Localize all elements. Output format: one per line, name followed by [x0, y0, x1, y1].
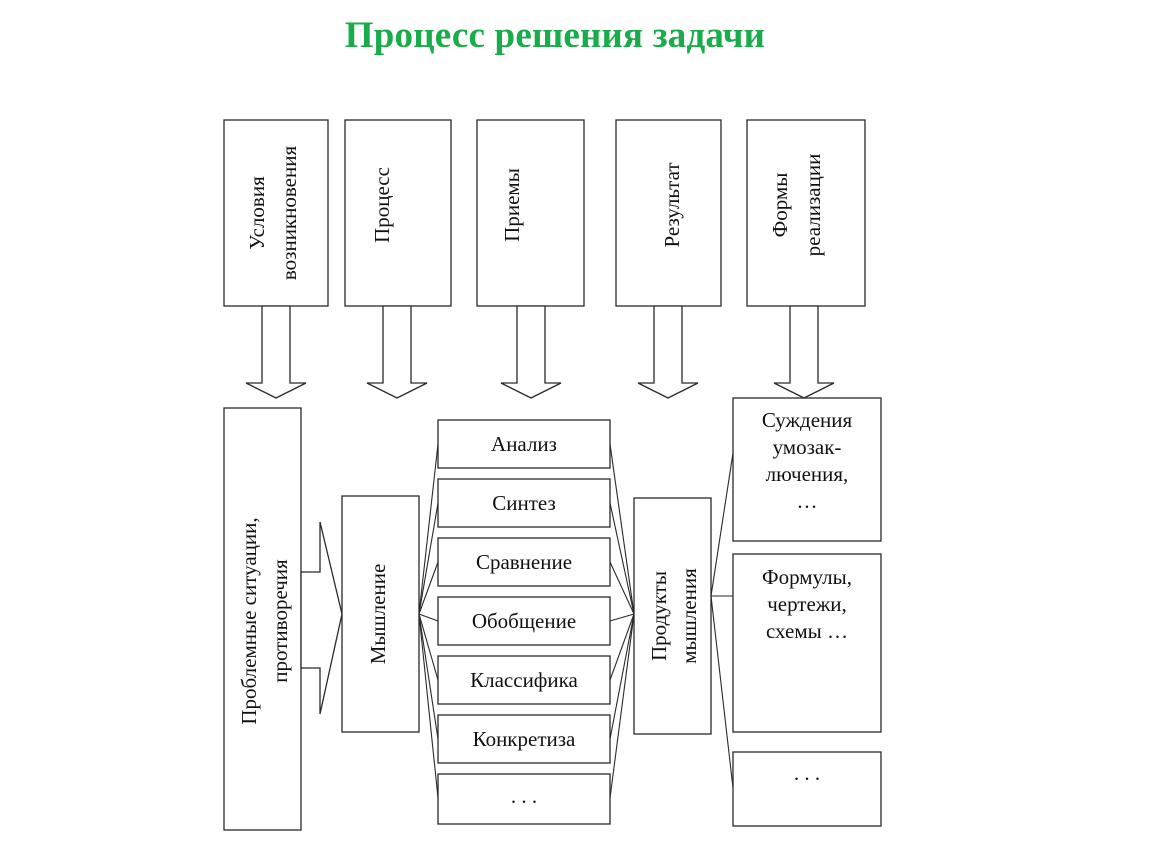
column-header-forms-line-2: реализации	[801, 154, 825, 257]
technique-generalization: Обобщение	[437, 596, 611, 646]
column-header-forms-line-1: Формы	[768, 173, 792, 238]
techniques-to-products-connectors	[609, 443, 635, 799]
technique-analysis-label: Анализ	[491, 432, 557, 456]
technique-more-label: . . .	[511, 784, 537, 808]
column-header-process-line-1: Процесс	[370, 167, 394, 243]
technique-more: . . .	[437, 773, 611, 825]
column-header-forms: Формы реализации	[746, 119, 866, 307]
problem-situations-line-1: Проблемные ситуации,	[237, 517, 261, 724]
down-arrow-icon	[245, 305, 307, 399]
technique-synthesis-label: Синтез	[492, 491, 556, 515]
technique-classification-label: Классифика	[470, 668, 578, 692]
down-arrow-icon	[500, 305, 562, 399]
thinking-label: Мышление	[366, 564, 390, 665]
technique-generalization-label: Обобщение	[472, 609, 576, 633]
right-arrow-icon	[300, 521, 343, 715]
technique-classification: Классифика	[437, 655, 611, 705]
form-judgments-line-1: Суждения	[762, 408, 853, 432]
form-judgments-line-3: лючения,	[766, 462, 849, 486]
form-formulas: Формулы, чертежи, схемы …	[732, 553, 882, 733]
form-judgments-line-4: …	[797, 489, 818, 513]
form-more: . . .	[732, 751, 882, 827]
down-arrow-icon	[637, 305, 699, 399]
form-judgments-line-2: умозак-	[773, 435, 842, 459]
form-formulas-line-3: схемы …	[766, 619, 848, 643]
technique-concretization-label: Конкретиза	[473, 727, 576, 751]
form-more-label: . . .	[794, 761, 820, 785]
products-to-forms-connectors	[710, 452, 734, 789]
form-judgments: Суждения умозак- лючения, …	[732, 397, 882, 542]
technique-comparison: Сравнение	[437, 537, 611, 587]
thinking-to-techniques-connectors	[418, 443, 439, 799]
column-header-techniques-line-1: Приемы	[500, 168, 524, 242]
technique-synthesis: Синтез	[437, 478, 611, 528]
column-header-process: Процесс	[344, 119, 452, 307]
form-formulas-line-2: чертежи,	[767, 592, 847, 616]
down-arrow-icon	[773, 305, 835, 399]
thinking-products-box: Продукты мышления	[633, 497, 712, 735]
column-header-conditions-line-1: Условия	[245, 176, 269, 250]
column-header-conditions-line-2: возникновения	[277, 146, 301, 281]
technique-comparison-label: Сравнение	[476, 550, 572, 574]
problem-situations-line-2: противоречия	[268, 559, 292, 683]
down-arrow-icon	[366, 305, 428, 399]
technique-analysis: Анализ	[437, 419, 611, 469]
column-header-techniques: Приемы	[476, 119, 585, 307]
thinking-products-line-1: Продукты	[647, 571, 671, 661]
thinking-products-line-2: мышления	[677, 568, 701, 664]
thinking-box: Мышление	[341, 495, 420, 733]
problem-situations-box: Проблемные ситуации, противоречия	[223, 407, 302, 831]
technique-concretization: Конкретиза	[437, 714, 611, 764]
form-formulas-line-1: Формулы,	[762, 565, 852, 589]
column-header-result-line-1: Результат	[660, 162, 684, 247]
column-header-conditions: Условия возникновения	[223, 119, 329, 307]
diagram-title: Процесс решения задачи	[344, 15, 766, 56]
column-header-result: Результат	[615, 119, 722, 307]
